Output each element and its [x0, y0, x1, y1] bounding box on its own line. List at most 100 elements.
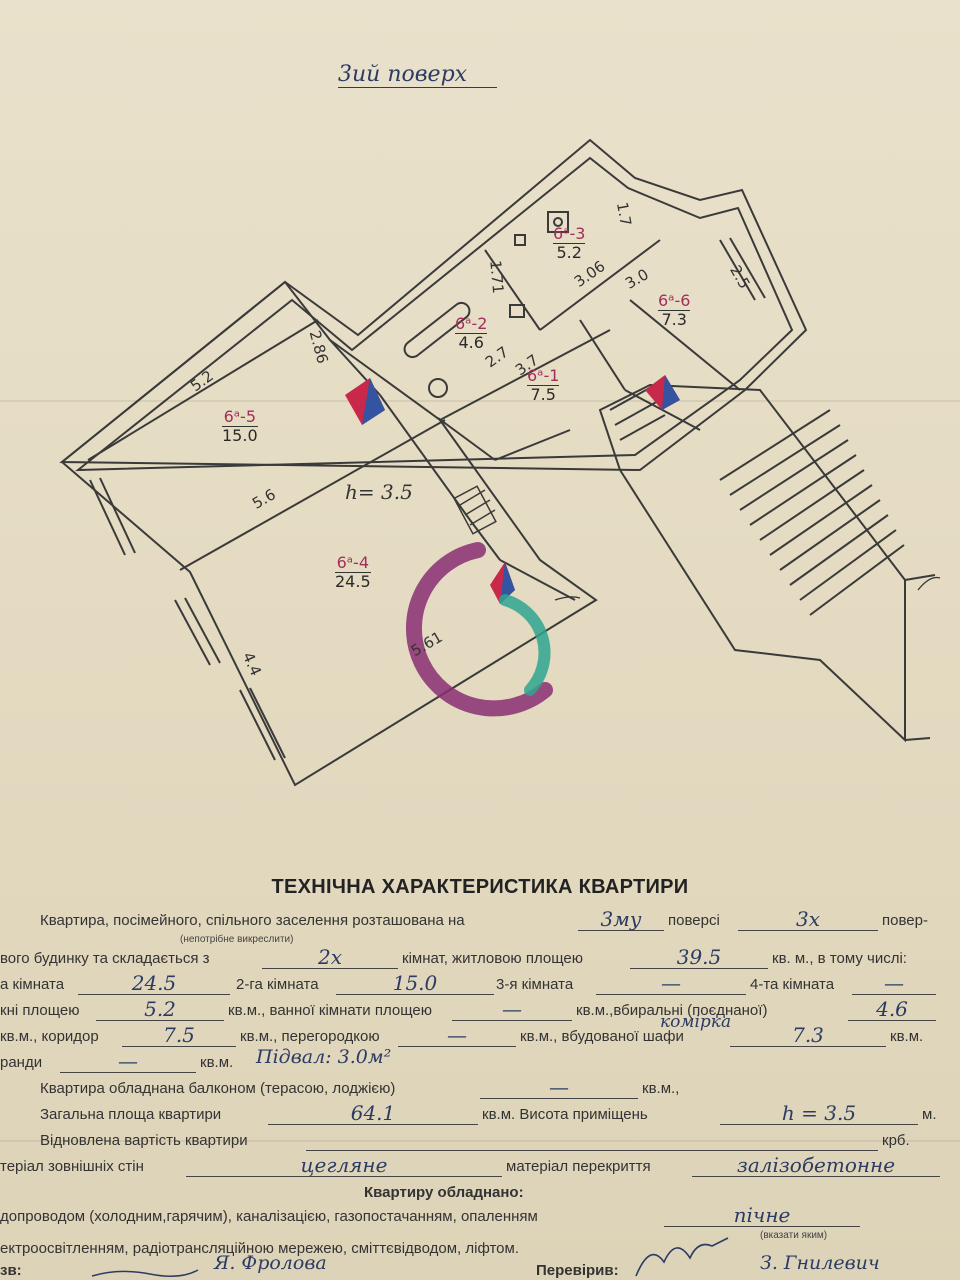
- form-text: поверсі: [668, 912, 720, 929]
- dimension-label: 1.71: [486, 259, 508, 295]
- form-line: ранди — кв.м. Підвал: 3.0м²: [0, 1046, 960, 1076]
- form-line: теріал зовнішніх стін цегляне матеріал п…: [0, 1154, 960, 1180]
- room-area: 5.2: [553, 243, 586, 262]
- floor-plan: [59, 138, 941, 787]
- room-code: 6ᵃ-6: [658, 291, 691, 310]
- form-text: кв.м., ванної кімнати площею: [228, 1002, 432, 1019]
- hatched-column: [453, 485, 497, 535]
- balcony-value: —: [480, 1076, 638, 1099]
- form-text: теріал зовнішніх стін: [0, 1158, 144, 1175]
- room3-value: —: [596, 972, 746, 995]
- floors-total-value: 3х: [738, 908, 878, 931]
- form-line: кв.м., коридор 7.5 кв.м., перегородкою —…: [0, 1012, 960, 1050]
- stove-icon: [645, 375, 680, 410]
- main-room-block: [60, 280, 598, 787]
- form-text: Перевірив:: [536, 1262, 619, 1279]
- form-title: ТЕХНІЧНА ХАРАКТЕРИСТИКА КВАРТИРИ: [271, 876, 689, 898]
- veranda-value: —: [60, 1050, 196, 1073]
- room-code: 6ᵃ-4: [336, 553, 370, 572]
- form-text: ектроосвітленням, радіотрансляційною мер…: [0, 1240, 519, 1257]
- signature-icon: [91, 1269, 199, 1277]
- outer-wall: [59, 138, 808, 472]
- form-text: матеріал перекриття: [506, 1158, 651, 1175]
- form-text: ранди: [0, 1054, 43, 1071]
- wc-value: 4.6: [848, 998, 936, 1021]
- form-text: кв.м.: [200, 1054, 234, 1071]
- room2-value: 15.0: [336, 972, 494, 995]
- stairwell: [598, 383, 906, 743]
- partition-value: —: [398, 1024, 516, 1047]
- stove-icon: [490, 562, 515, 604]
- watermark-logo-icon: [405, 542, 553, 717]
- living-area-value: 39.5: [630, 946, 768, 969]
- form-line: а кімната 24.5 2-га кімната 15.0 3-я кім…: [0, 972, 960, 998]
- form-text: 2-га кімната: [236, 976, 319, 993]
- form-text: кв.м., вбудованої шафи: [520, 1028, 684, 1045]
- room-code: 6ᵃ-3: [553, 224, 586, 243]
- floor-value: 3му: [578, 908, 664, 931]
- room-area: 24.5: [335, 572, 371, 591]
- form-text: крб.: [882, 1132, 910, 1149]
- form-line: вого будинку та складається з 2х кімнат,…: [0, 946, 960, 972]
- form-subtitle: Квартиру обладнано:: [364, 1184, 524, 1201]
- form-line: ектроосвітленням, радіотрансляційною мер…: [0, 1236, 960, 1262]
- form-text: Загальна площа квартири: [40, 1106, 222, 1123]
- signer2-name: З. Гнилевич: [760, 1252, 880, 1274]
- form-text: кв. м., в тому числі:: [772, 950, 907, 967]
- walls-value: цегляне: [186, 1154, 502, 1177]
- ink-scratch: [554, 576, 941, 601]
- form-line: Квартира, посімейного, спільного заселен…: [0, 908, 960, 934]
- paper-fold: [0, 1140, 960, 1142]
- form-text: вого будинку та складається з: [0, 950, 210, 967]
- corridor-value: 7.5: [122, 1024, 236, 1047]
- ceiling-height: h= 3.5: [345, 480, 413, 504]
- stove-icon: [345, 378, 385, 425]
- form-line: Відновлена вартість квартири крб.: [0, 1128, 960, 1154]
- form-text: Квартира, посімейного, спільного заселен…: [40, 912, 465, 929]
- closet-value: 7.3: [730, 1024, 886, 1047]
- form-text: кв.м.: [890, 1028, 924, 1045]
- form-text: кімнат, житловою площею: [402, 950, 583, 967]
- signer1-name: Я. Фролова: [214, 1252, 327, 1274]
- room4-value: —: [852, 972, 936, 995]
- rooms-value: 2х: [262, 946, 398, 969]
- dimension-label: 1.7: [612, 200, 635, 228]
- form-text: кв.м., перегородкою: [240, 1028, 380, 1045]
- paper-fold: [0, 400, 960, 402]
- ceiling-material-value: залізобетонне: [692, 1154, 940, 1177]
- kitchen-value: 5.2: [96, 998, 224, 1021]
- basement-note: Підвал: 3.0м²: [256, 1046, 392, 1068]
- room1-value: 24.5: [78, 972, 230, 995]
- form-text: кні площею: [0, 1002, 80, 1019]
- room-code: 6ᵃ-1: [527, 366, 560, 385]
- room-area: 7.5: [527, 385, 560, 404]
- form-text: Відновлена вартість квартири: [40, 1132, 248, 1149]
- room-area: 15.0: [222, 426, 258, 445]
- form-line: Квартиру обладнано:: [0, 1180, 960, 1206]
- room-height-value: h = 3.5: [720, 1102, 918, 1125]
- outer-wall-inner: [75, 156, 794, 472]
- form-text: зв:: [0, 1262, 22, 1279]
- bath-value: —: [452, 998, 572, 1021]
- room-area: 4.6: [455, 333, 488, 352]
- form-text: 4-та кімната: [750, 976, 835, 993]
- signature-icon: [635, 1237, 729, 1277]
- floor-heading: 3ий поверх: [338, 62, 498, 88]
- form-line: Загальна площа квартири 64.1 кв.м. Висот…: [0, 1102, 960, 1128]
- form-text: кв.м., коридор: [0, 1028, 99, 1045]
- form-note: (вказати яким): [760, 1230, 828, 1241]
- form-text: кв.м. Висота приміщень: [482, 1106, 648, 1123]
- form-line: Квартира обладнана балконом (терасою, ло…: [0, 1076, 960, 1102]
- form-text: а кімната: [0, 976, 65, 993]
- form-text: кв.м.,вбиральні (поєднаної): [576, 1002, 768, 1019]
- form-line: кні площею 5.2 кв.м., ванної кімнати пло…: [0, 998, 960, 1024]
- form-text: 3-я кімната: [496, 976, 574, 993]
- total-area-value: 64.1: [268, 1102, 478, 1125]
- heating-value: пічне: [664, 1204, 860, 1227]
